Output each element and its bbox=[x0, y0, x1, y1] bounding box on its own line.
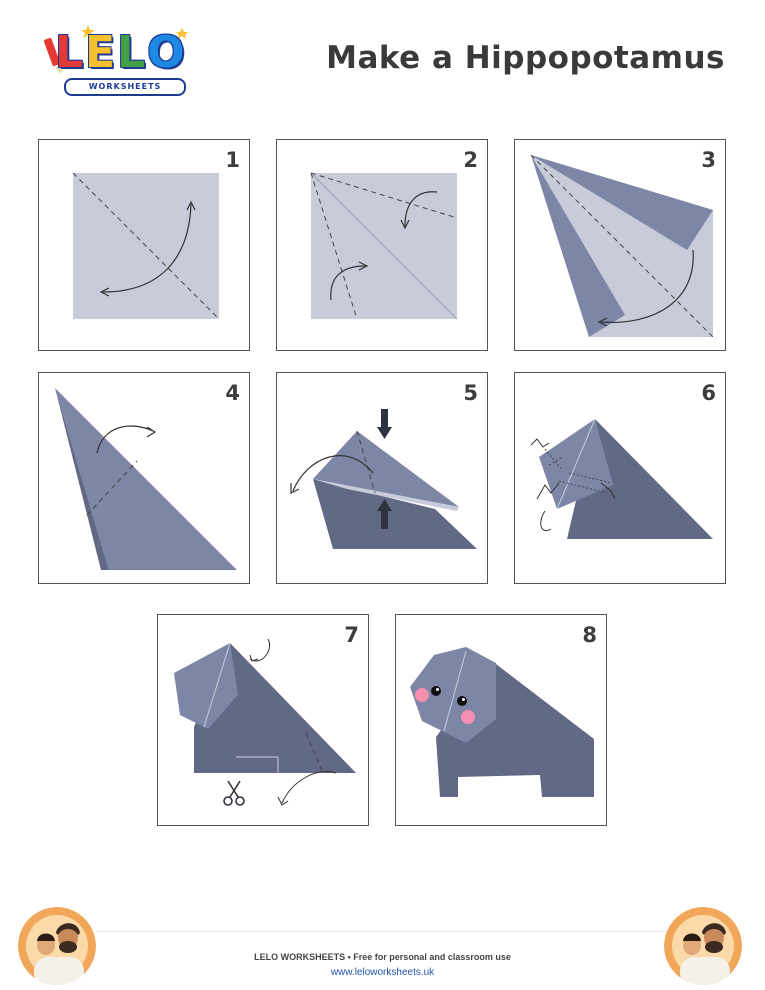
step-1-illustration bbox=[72, 172, 220, 320]
step-2-illustration bbox=[310, 172, 458, 320]
step-number: 5 bbox=[463, 381, 478, 405]
logo-letter-o: O bbox=[147, 27, 185, 78]
step-number: 7 bbox=[344, 623, 359, 647]
step-number: 1 bbox=[225, 148, 240, 172]
step-4-panel: 4 bbox=[38, 372, 250, 584]
logo-letter-e: E bbox=[85, 27, 116, 78]
step-7-illustration bbox=[174, 638, 356, 806]
step-5-panel: 5 bbox=[276, 372, 488, 584]
lelo-logo[interactable]: L E L O WORKSHEETS bbox=[44, 24, 196, 96]
logo-subtitle: WORKSHEETS bbox=[64, 78, 186, 96]
page-title: Make a Hippopotamus bbox=[326, 40, 725, 76]
step-number: 4 bbox=[225, 381, 240, 405]
step-2-panel: 2 bbox=[276, 139, 488, 351]
step-8-illustration bbox=[410, 647, 594, 797]
step-number: 2 bbox=[463, 148, 478, 172]
footer-credit: LELO WORKSHEETS • Free for personal and … bbox=[254, 952, 511, 962]
star-icon bbox=[81, 25, 188, 39]
step-number: 6 bbox=[701, 381, 716, 405]
step-3-illustration bbox=[530, 154, 714, 338]
footer-link[interactable]: www.leloworksheets.uk bbox=[330, 967, 435, 978]
footer-divider bbox=[96, 931, 668, 932]
logo-letter-l2: L bbox=[117, 27, 146, 78]
step-3-panel: 3 bbox=[514, 139, 726, 351]
avatar-right bbox=[664, 907, 742, 985]
step-number: 3 bbox=[701, 148, 716, 172]
step-6-illustration bbox=[530, 418, 713, 539]
scissors-icon bbox=[223, 780, 245, 806]
step-4-illustration bbox=[55, 388, 237, 570]
step-5-illustration bbox=[290, 409, 477, 549]
step-7-panel: 7 bbox=[157, 614, 369, 826]
pencil-icon bbox=[44, 37, 63, 75]
avatar-left bbox=[18, 907, 96, 985]
logo-letter-l1: L bbox=[55, 27, 84, 78]
step-6-panel: 6 bbox=[514, 372, 726, 584]
step-1-panel: 1 bbox=[38, 139, 250, 351]
step-8-panel: 8 bbox=[395, 614, 607, 826]
step-number: 8 bbox=[582, 623, 597, 647]
